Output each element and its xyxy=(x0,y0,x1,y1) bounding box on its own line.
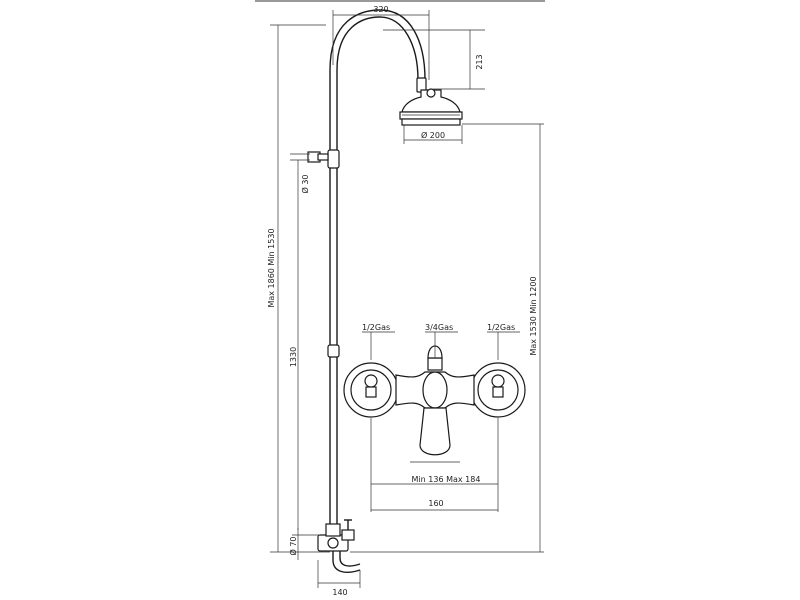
riser-pipe xyxy=(327,70,340,540)
label-bracket-diameter: Ø 30 xyxy=(300,174,310,193)
label-head-diameter: Ø 200 xyxy=(421,130,445,140)
dim-inlets: 1/2Gas 3/4Gas 1/2Gas xyxy=(362,323,520,360)
bath-mixer-side-view xyxy=(317,519,361,573)
shower-head xyxy=(399,88,463,126)
label-center-span: 160 xyxy=(428,499,443,508)
dim-body-height: 1330 xyxy=(289,200,299,530)
label-column-height: Max 1860 Min 1530 xyxy=(267,228,276,307)
dim-head-drop: 213 xyxy=(383,29,485,90)
shower-arm xyxy=(329,9,427,93)
label-center-outlet: 3/4Gas xyxy=(425,323,453,332)
dim-spout-diameter: Ø 70 xyxy=(288,528,320,560)
label-body-height: 1330 xyxy=(289,347,298,367)
label-right-inlet: 1/2Gas xyxy=(487,323,515,332)
dim-column-height: Max 1860 Min 1530 xyxy=(267,24,330,553)
dim-spout-reach: 140 xyxy=(317,560,361,597)
dim-head-height: Max 1530 Min 1200 xyxy=(350,123,544,553)
dim-inlet-spans: Min 136 Max 184 160 xyxy=(370,418,499,512)
label-left-inlet: 1/2Gas xyxy=(362,323,390,332)
label-head-height: Max 1530 Min 1200 xyxy=(529,276,538,355)
label-inlet-span: Min 136 Max 184 xyxy=(412,475,481,484)
label-head-drop: 213 xyxy=(475,54,484,69)
label-arm-reach: 320 xyxy=(373,5,388,14)
wall-bracket xyxy=(307,151,329,163)
dim-arm-reach: 320 xyxy=(332,5,430,80)
mixer-front-view xyxy=(343,342,526,463)
label-spout-diameter: Ø 70 xyxy=(288,536,298,555)
dim-head-diameter: Ø 200 xyxy=(403,125,463,144)
dim-bracket-diameter: Ø 30 xyxy=(290,153,310,200)
label-spout-reach: 140 xyxy=(332,588,347,597)
